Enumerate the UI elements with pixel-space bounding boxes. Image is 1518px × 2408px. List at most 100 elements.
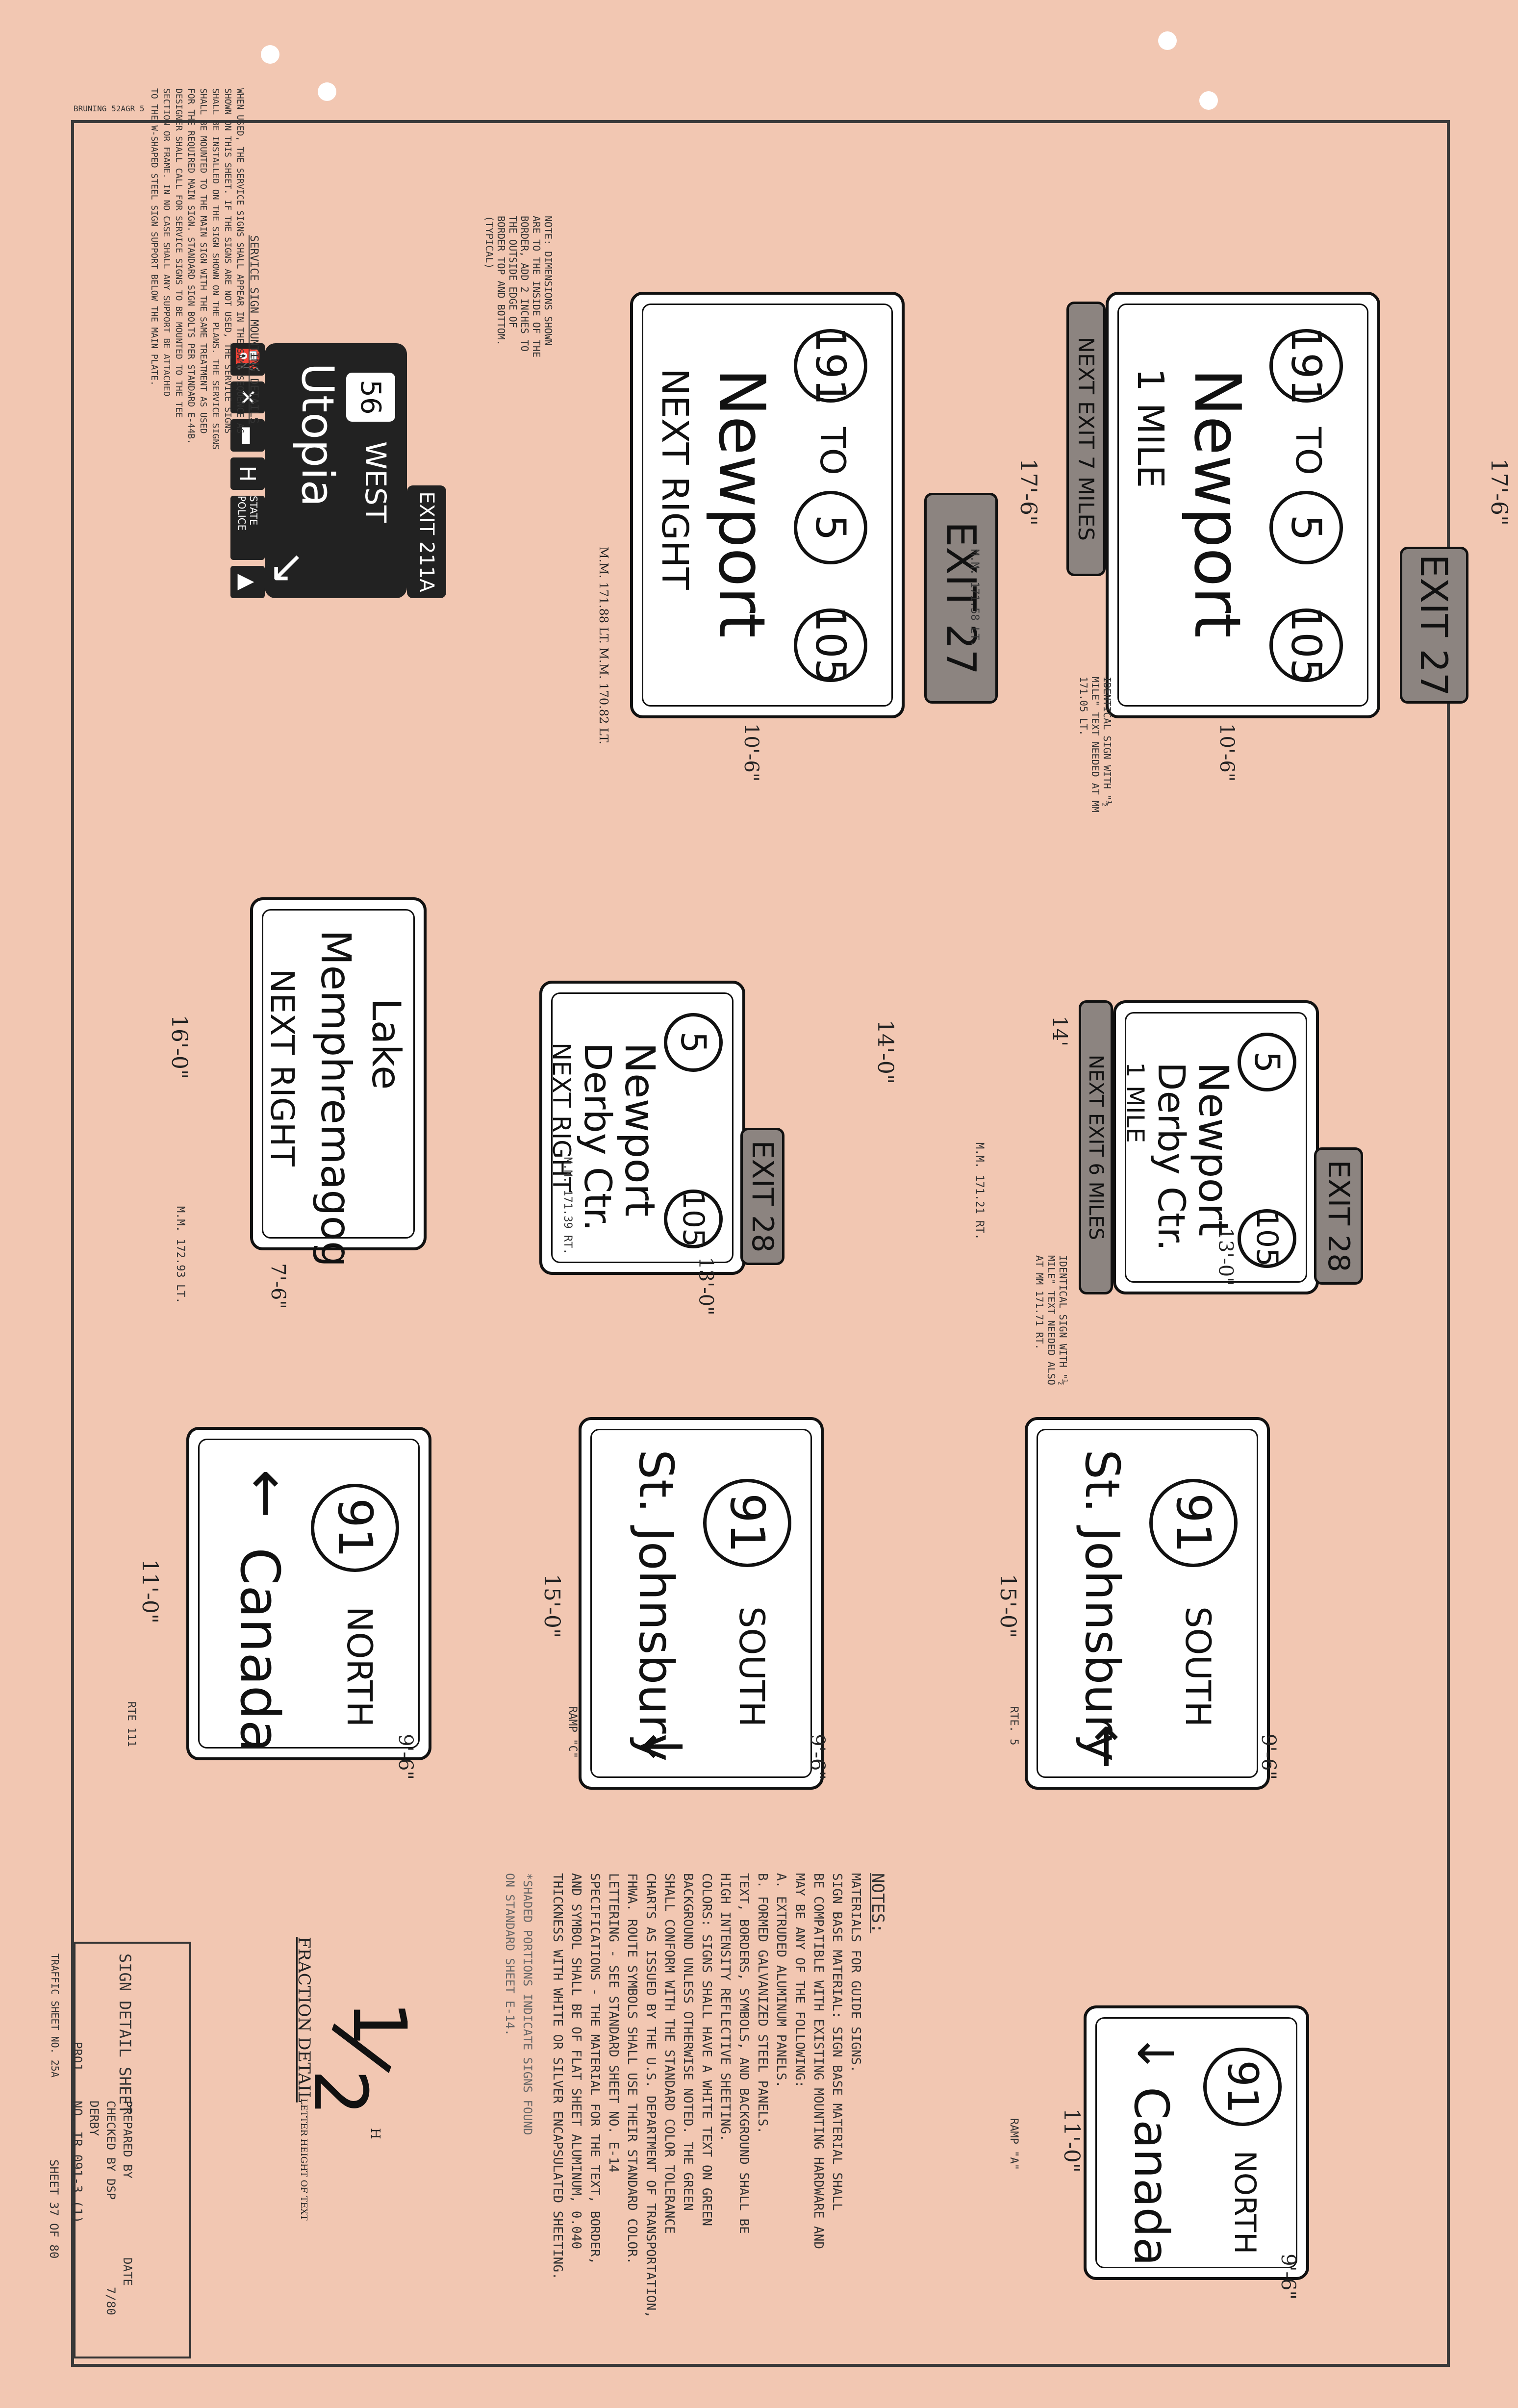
sign-i-face: 91 NORTH Canada ↓ <box>1084 2005 1309 2280</box>
service-sign-panel: Utopia WEST 56 ↘ EXIT 211A ⛽ ✕ ▬ H STATE… <box>230 324 446 618</box>
place-name: Canada <box>228 1547 291 1753</box>
width-dimension: 11'-0" <box>137 1559 163 1624</box>
width-dimension: 17'-6" <box>1015 458 1042 526</box>
sign-d-panel: 5 105 Newport Derby Ctr. NEXT RIGHT EXIT… <box>520 981 784 1294</box>
direction: NORTH <box>1228 2151 1262 2255</box>
punch-hole <box>1199 91 1218 110</box>
route-shield: 91 <box>1149 1479 1238 1567</box>
note-line: BACKGROUND UNLESS OTHERWISE NOTED. THE G… <box>681 1873 695 2211</box>
note-line: ON STANDARD SHEET E-14. <box>503 1873 517 2036</box>
place-name: Newport <box>1180 368 1255 638</box>
camping-icon: ▲ <box>230 566 265 599</box>
height-dimension: 9'-6" <box>394 1734 417 1780</box>
mile-marker: M.M. 171.88 LT. M.M. 170.82 LT. <box>597 547 610 745</box>
note-line: MAY BE ANY OF THE FOLLOWING: <box>792 1873 807 2088</box>
sign-f-panel: 91 NORTH Canada ← <box>186 1427 431 1760</box>
note-line: A. EXTRUDED ALUMINUM PANELS. <box>774 1873 788 2088</box>
arrow-icon: ← <box>1077 1724 1139 1770</box>
location-label: RAMP "A" <box>1008 2118 1020 2170</box>
exit-tab: EXIT 27 <box>1400 547 1468 704</box>
height-dimension: 13'-0" <box>694 1257 717 1316</box>
direction: WEST <box>359 441 392 523</box>
service-note-line: SECTION OR FRAME. IN NO CASE SHALL ANY S… <box>161 88 172 397</box>
to-label: TO <box>1288 427 1328 475</box>
exit-tab: EXIT 28 <box>1314 1147 1363 1285</box>
width-dimension: 15'-0" <box>539 1573 565 1639</box>
height-dimension: 10'-6" <box>740 723 762 782</box>
height-dimension: 7'-6" <box>266 1263 289 1309</box>
height-dimension: 9'-6" <box>1257 1734 1280 1780</box>
arrow-icon: ↓ <box>631 1724 693 1770</box>
route-shield: 91 <box>1203 2048 1282 2126</box>
sheet-count: SHEET 37 OF 80 <box>47 2159 61 2259</box>
width-dimension: 15'-0" <box>995 1573 1021 1639</box>
width-dimension: 17'-6" <box>1486 458 1513 526</box>
sign-h-panel: 91 SOUTH St. Johnsbury ← <box>1025 1417 1270 1790</box>
exit-tab: EXIT 28 <box>740 1128 784 1265</box>
title-block: SIGN DETAIL SHEET PREPARED BY CHECKED BY… <box>47 1942 191 2358</box>
route-shield: 5 <box>1269 491 1343 564</box>
arrow-icon: ← <box>233 1469 301 1519</box>
direction: SOUTH <box>732 1606 772 1727</box>
direction: NORTH <box>339 1606 380 1727</box>
width-dimension: 11'-0" <box>1059 2108 1085 2173</box>
service-note-line: TO THE W-SHAPED STEEL SIGN SUPPORT BELOW… <box>149 88 159 386</box>
punch-hole <box>1158 31 1177 50</box>
sign-c-panel: Lake Memphremagog NEXT RIGHT <box>240 887 427 1267</box>
place-name: St. Johnsbury <box>1075 1449 1130 1762</box>
width-dimension: 14'-0" <box>873 1019 898 1085</box>
distance-line: 1 MILE <box>1121 1062 1149 1143</box>
place-name: Newport <box>616 1042 664 1217</box>
line2: Memphremagog <box>312 930 360 1267</box>
punch-hole <box>318 82 336 101</box>
note-line: LETTERING - SEE STANDARD SHEET NO. E-14 <box>606 1873 621 2173</box>
arrow-icon: ↘ <box>262 549 314 586</box>
height-dimension: 10'-6" <box>1215 723 1238 782</box>
route-shield: 105 <box>794 606 867 684</box>
note-line: CHARTS AS ISSUED BY THE U.S. DEPARTMENT … <box>643 1873 658 2318</box>
route-shield: 5 <box>664 1013 723 1072</box>
route-shield: 91 <box>311 1484 399 1572</box>
fraction-label: FRACTION DETAIL <box>294 1937 314 2103</box>
distance-line: 1 MILE <box>1129 368 1171 488</box>
service-note-line: SHOWN ON THIS SHEET. IF THE SIGNS ARE NO… <box>223 88 233 434</box>
note-line: HIGH INTENSITY REFLECTIVE SHEETING. <box>718 1873 733 2142</box>
place-name: Canada <box>1124 2087 1179 2266</box>
project-number: NO. IR 091-3 (1) <box>70 2101 84 2224</box>
to-label: TO <box>812 427 853 475</box>
route-shield: 105 <box>1269 606 1343 684</box>
route-shield: 191 <box>794 327 867 405</box>
sign-e-panel: 5 105 Newport Derby Ctr. 1 MILE EXIT 28 … <box>1074 1000 1363 1314</box>
mile-marker: M.M. 171.21 RT. <box>973 1142 986 1240</box>
sign-i-panel: 91 NORTH Canada ↓ <box>1084 2005 1309 2280</box>
note-line: AND SYMBOL SHALL BE OF FLAT SHEET ALUMIN… <box>569 1873 583 2250</box>
sheet-title: SIGN DETAIL SHEET <box>116 1953 134 2114</box>
checked-by: CHECKED BY DSP <box>104 2101 118 2200</box>
date-label: DATE <box>121 2257 134 2286</box>
us-route-shield: 56 <box>346 373 395 422</box>
note-line: B. FORMED GALVANIZED STEEL PANELS. <box>755 1873 770 2134</box>
location-label: RTE 111 <box>125 1701 137 1747</box>
note-line: SPECIFICATIONS - THE MATERIAL FOR THE TE… <box>587 1873 602 2265</box>
hospital-icon: H <box>230 457 265 490</box>
mile-marker: M.M. 172.93 LT. <box>174 1206 186 1304</box>
mile-marker: M.M. 171.58 LT. <box>968 549 981 647</box>
notes-title: NOTES: <box>868 1873 887 1933</box>
sign-a-panel: 191 TO 5 105 Newport NEXT RIGHT EXIT 27 … <box>581 272 1042 782</box>
route-shield: 91 <box>703 1479 791 1567</box>
service-notes-title: SERVICE SIGN MOUNTING DETAILS <box>248 235 260 424</box>
exit-tab: EXIT 211A <box>407 485 446 598</box>
location-label: RAMP "C" <box>566 1706 579 1758</box>
identical-sign-note: IDENTICAL SIGN WITH "½ MILE" TEXT NEEDED… <box>1034 1255 1069 1385</box>
note-line: BE COMPATIBLE WITH EXISTING MOUNTING HAR… <box>811 1873 826 2250</box>
sign-g-face: 91 SOUTH St. Johnsbury ↓ <box>579 1417 824 1790</box>
width-dimension: 16'-0" <box>167 1014 192 1080</box>
dimension-note: NOTE: DIMENSIONS SHOWN ARE TO THE INSIDE… <box>483 216 554 357</box>
sign-b-face: 191 TO 5 105 Newport 1 MILE <box>1106 292 1380 718</box>
letter-height-note: LETTER HEIGHT OF TEXT <box>299 2099 309 2221</box>
height-dimension: 9'-6" <box>1276 2254 1299 2300</box>
note-line: THICKNESS WITH WHITE OR SILVER ENCAPSULA… <box>550 1873 565 2280</box>
place-name: Utopia <box>292 363 343 507</box>
service-sign-face: Utopia WEST 56 ↘ <box>262 343 407 598</box>
town: DERBY <box>87 2101 101 2136</box>
